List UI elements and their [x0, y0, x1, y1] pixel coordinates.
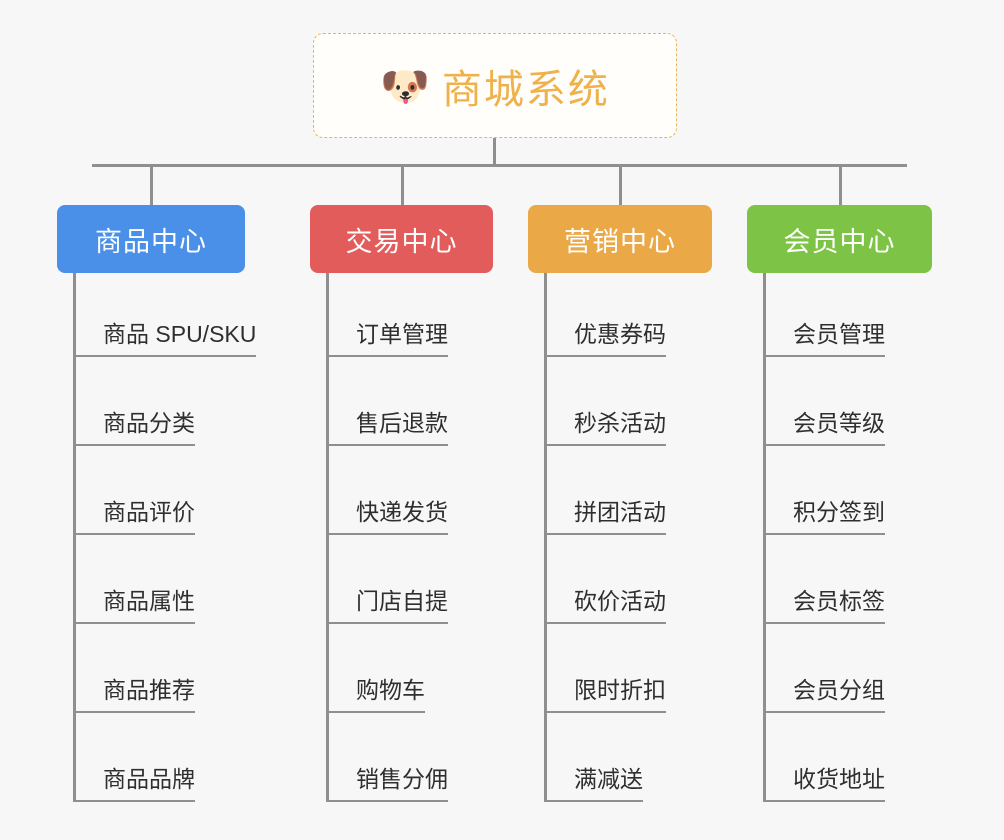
leaf-item[interactable]: 积分签到 — [763, 497, 885, 535]
leaf-item[interactable]: 订单管理 — [326, 319, 448, 357]
leaf-item[interactable]: 商品推荐 — [73, 675, 195, 713]
leaf-item[interactable]: 会员等级 — [763, 408, 885, 446]
connector-drop-4 — [839, 164, 842, 206]
leaf-item[interactable]: 会员标签 — [763, 586, 885, 624]
leaf-item-label: 订单管理 — [356, 321, 448, 347]
column-body-marketing-center: 优惠券码秒杀活动拼团活动砍价活动限时折扣满减送 — [528, 273, 712, 804]
leaf-item-label: 砍价活动 — [574, 588, 666, 614]
leaf-item-label: 商品推荐 — [103, 677, 195, 703]
leaf-item-label: 销售分佣 — [356, 766, 448, 792]
column-body-member-center: 会员管理会员等级积分签到会员标签会员分组收货地址 — [747, 273, 932, 804]
leaf-item[interactable]: 销售分佣 — [326, 764, 448, 802]
leaf-item-label: 商品 SPU/SKU — [103, 321, 257, 347]
leaf-item[interactable]: 会员分组 — [763, 675, 885, 713]
category-header-trade-center[interactable]: 交易中心 — [310, 205, 493, 273]
leaf-item[interactable]: 砍价活动 — [544, 586, 666, 624]
category-header-label: 营销中心 — [564, 226, 676, 257]
dog-face-icon: 🐶 — [380, 63, 430, 110]
leaf-item-label: 商品品牌 — [103, 766, 195, 792]
leaf-item[interactable]: 商品评价 — [73, 497, 195, 535]
leaf-item[interactable]: 商品品牌 — [73, 764, 195, 802]
leaf-item-label: 售后退款 — [356, 410, 448, 436]
category-header-marketing-center[interactable]: 营销中心 — [528, 205, 712, 273]
category-header-member-center[interactable]: 会员中心 — [747, 205, 932, 273]
leaf-item-label: 拼团活动 — [574, 499, 666, 525]
column-trunk-line — [763, 273, 766, 802]
leaf-item[interactable]: 优惠券码 — [544, 319, 666, 357]
leaf-item[interactable]: 会员管理 — [763, 319, 885, 357]
column-trunk-line — [326, 273, 329, 802]
leaf-item-label: 商品属性 — [103, 588, 195, 614]
leaf-item[interactable]: 门店自提 — [326, 586, 448, 624]
leaf-item-label: 会员分组 — [793, 677, 885, 703]
leaf-item[interactable]: 购物车 — [326, 675, 425, 713]
column-member-center: 会员中心会员管理会员等级积分签到会员标签会员分组收货地址 — [747, 205, 932, 804]
category-header-label: 会员中心 — [783, 226, 896, 257]
leaf-item-label: 优惠券码 — [574, 321, 666, 347]
leaf-item[interactable]: 限时折扣 — [544, 675, 666, 713]
leaf-item[interactable]: 商品属性 — [73, 586, 195, 624]
column-trade-center: 交易中心订单管理售后退款快递发货门店自提购物车销售分佣 — [310, 205, 493, 804]
column-trunk-line — [73, 273, 76, 802]
leaf-item-label: 快递发货 — [356, 499, 448, 525]
leaf-item[interactable]: 快递发货 — [326, 497, 448, 535]
leaf-item[interactable]: 拼团活动 — [544, 497, 666, 535]
leaf-item[interactable]: 商品分类 — [73, 408, 195, 446]
leaf-item-label: 门店自提 — [356, 588, 448, 614]
leaf-item-label: 积分签到 — [793, 499, 885, 525]
leaf-item-label: 商品分类 — [103, 410, 195, 436]
category-header-product-center[interactable]: 商品中心 — [57, 205, 245, 273]
leaf-item-label: 会员管理 — [793, 321, 885, 347]
connector-root-stem — [493, 138, 496, 167]
leaf-item-label: 会员标签 — [793, 588, 885, 614]
leaf-item[interactable]: 售后退款 — [326, 408, 448, 446]
connector-drop-1 — [150, 164, 153, 206]
column-body-product-center: 商品 SPU/SKU 商品分类商品评价商品属性商品推荐商品品牌 — [57, 273, 257, 804]
category-header-label: 交易中心 — [345, 226, 458, 257]
leaf-item-label: 会员等级 — [793, 410, 885, 436]
connector-drop-2 — [401, 164, 404, 206]
column-body-trade-center: 订单管理售后退款快递发货门店自提购物车销售分佣 — [310, 273, 493, 804]
connector-horizontal-bus — [92, 164, 907, 167]
leaf-item-label: 购物车 — [356, 677, 425, 703]
leaf-item-label: 限时折扣 — [574, 677, 666, 703]
column-marketing-center: 营销中心优惠券码秒杀活动拼团活动砍价活动限时折扣满减送 — [528, 205, 712, 804]
leaf-item[interactable]: 商品 SPU/SKU — [73, 319, 257, 357]
column-product-center: 商品中心商品 SPU/SKU 商品分类商品评价商品属性商品推荐商品品牌 — [57, 205, 257, 804]
root-node[interactable]: 🐶 商城系统 — [313, 33, 677, 138]
leaf-item[interactable]: 满减送 — [544, 764, 643, 802]
root-title: 商城系统 — [441, 67, 610, 112]
category-header-label: 商品中心 — [95, 226, 207, 257]
leaf-item-label: 收货地址 — [793, 766, 885, 792]
leaf-item-label: 满减送 — [574, 766, 643, 792]
connector-drop-3 — [619, 164, 622, 206]
leaf-item-label: 商品评价 — [103, 499, 195, 525]
leaf-item[interactable]: 收货地址 — [763, 764, 885, 802]
leaf-item-label: 秒杀活动 — [574, 410, 666, 436]
column-trunk-line — [544, 273, 547, 802]
leaf-item[interactable]: 秒杀活动 — [544, 408, 666, 446]
